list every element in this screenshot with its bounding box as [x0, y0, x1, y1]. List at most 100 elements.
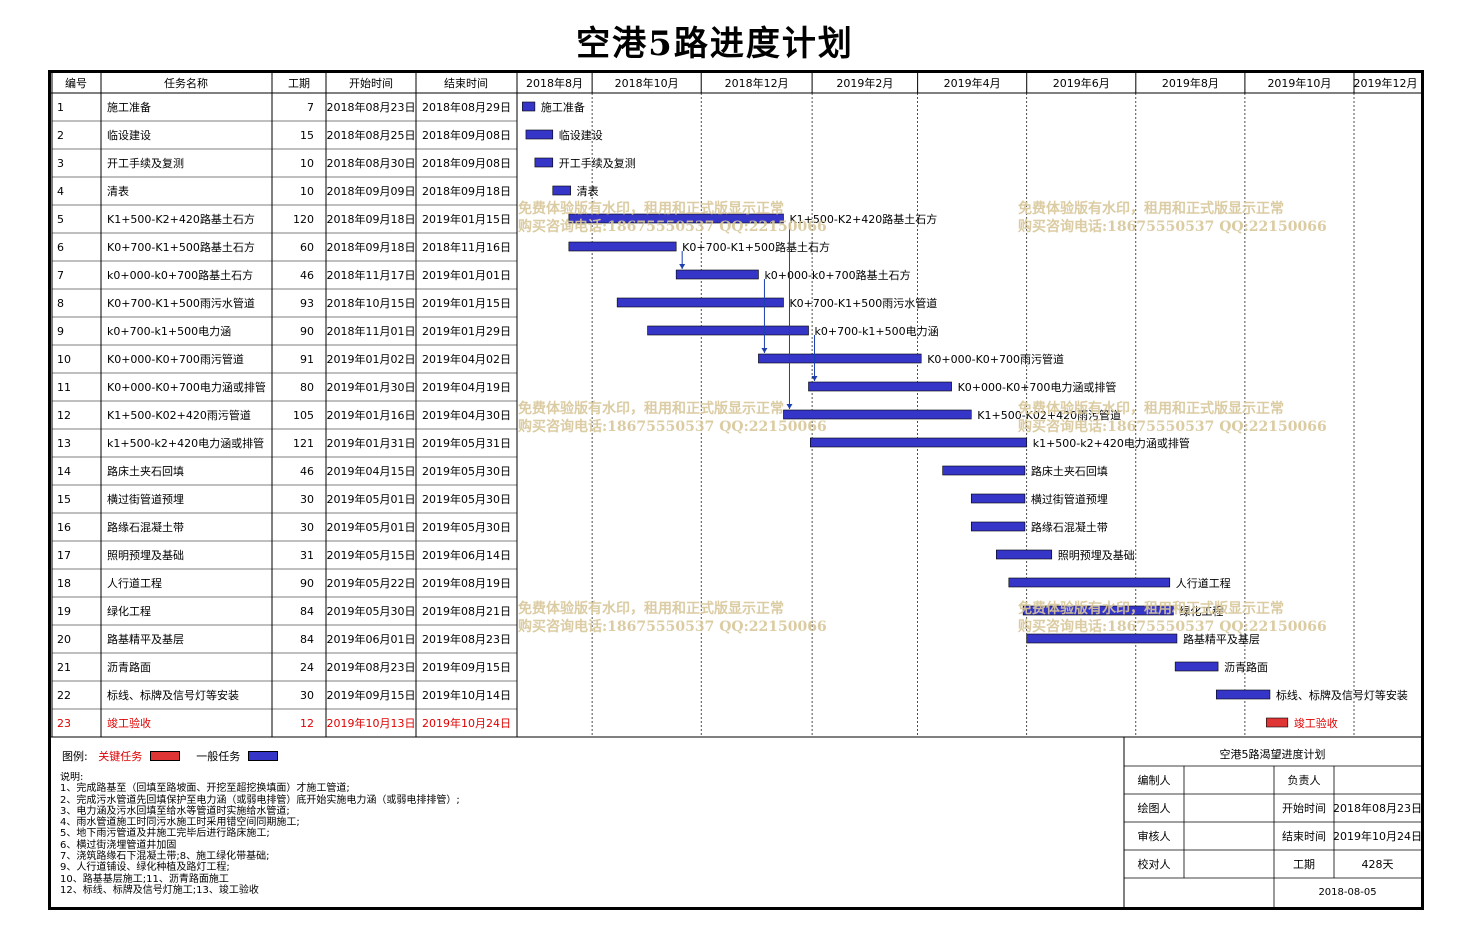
task-bar — [810, 437, 1028, 448]
task-bar — [616, 297, 784, 308]
info-label: 结束时间 — [1282, 830, 1326, 843]
task-duration-cell: 10 — [300, 157, 314, 170]
legend: 图例: 关键任务 一般任务 — [62, 748, 284, 764]
note-line: 4、雨水管道施工时同污水施工时采用错空间同期施工; — [60, 817, 300, 829]
task-start-cell: 2018年10月15日 — [327, 296, 416, 310]
info-label: 负责人 — [1288, 773, 1321, 787]
timeline-header-label: 2019年4月 — [944, 76, 1001, 90]
task-bar — [552, 185, 571, 196]
task-bar — [568, 241, 677, 252]
info-label: 工期 — [1293, 858, 1315, 871]
task-id-cell: 5 — [57, 213, 64, 226]
task-bar — [1022, 605, 1174, 616]
task-name-cell: K0+000-K0+700电力涵或排管 — [107, 380, 266, 394]
task-bar — [1215, 689, 1271, 700]
info-value: 2018年08月23日 — [1333, 801, 1421, 815]
task-bar-label: 清表 — [577, 184, 599, 198]
task-bar-label: 路基精平及基层 — [1183, 633, 1260, 646]
task-id-cell: 7 — [57, 269, 64, 282]
task-name-cell: 人行道工程 — [107, 576, 162, 590]
task-bar-label: 临设建设 — [559, 128, 603, 142]
task-start-cell: 2018年08月30日 — [327, 156, 416, 170]
page-title: 空港5路进度计划 — [576, 24, 854, 64]
legend-critical-label: 关键任务 — [98, 750, 143, 763]
task-bar-label: 标线、标牌及信号灯等安装 — [1276, 688, 1408, 702]
info-label: 编制人 — [1138, 773, 1171, 787]
task-bar-label: K0+000-K0+700雨污管道 — [927, 352, 1064, 366]
task-name-cell: 路床土夹石回填 — [107, 464, 184, 478]
note-line: 1、完成路基至（回填至路坡面、开挖至超挖换填面）才施工管道; — [60, 783, 350, 795]
task-duration-cell: 30 — [300, 689, 314, 702]
task-end-cell: 2019年04月02日 — [422, 352, 511, 366]
info-date: 2018-08-05 — [1318, 887, 1376, 898]
task-duration-cell: 30 — [300, 521, 314, 534]
task-end-cell: 2019年01月15日 — [422, 212, 511, 226]
task-id-cell: 2 — [57, 129, 64, 142]
task-duration-cell: 84 — [300, 633, 314, 646]
task-end-cell: 2019年05月30日 — [422, 492, 511, 506]
task-end-cell: 2019年05月30日 — [422, 464, 511, 478]
task-bar — [1008, 577, 1171, 588]
task-name-cell: 清表 — [107, 184, 129, 198]
task-name-cell: 路基精平及基层 — [107, 633, 184, 646]
task-id-cell: 11 — [57, 381, 71, 394]
note-line: 9、人行道铺设、绿化种植及路灯工程; — [60, 862, 230, 874]
timeline-header-label: 2019年6月 — [1053, 76, 1110, 90]
task-id-cell: 3 — [57, 157, 64, 170]
task-start-cell: 2019年06月01日 — [327, 632, 416, 646]
task-duration-cell: 10 — [300, 185, 314, 198]
task-start-cell: 2018年09月09日 — [327, 184, 416, 198]
task-name-cell: K1+500-K02+420雨污管道 — [107, 408, 251, 422]
legend-normal-swatch — [247, 751, 278, 761]
timeline-header-label: 2018年10月 — [615, 76, 679, 90]
task-name-cell: 绿化工程 — [107, 604, 151, 618]
task-name-cell: K1+500-K2+420路基土石方 — [107, 212, 255, 226]
task-end-cell: 2019年08月19日 — [422, 576, 511, 590]
task-duration-cell: 84 — [300, 605, 314, 618]
task-name-cell: k0+700-k1+500电力涵 — [107, 324, 231, 338]
task-end-cell: 2018年11月16日 — [422, 240, 511, 254]
task-end-cell: 2019年06月14日 — [422, 548, 511, 562]
task-name-cell: 开工手续及复测 — [107, 156, 184, 170]
task-duration-cell: 46 — [300, 465, 314, 478]
task-start-cell: 2019年05月22日 — [327, 576, 416, 590]
task-id-cell: 10 — [57, 353, 71, 366]
task-end-cell: 2019年05月30日 — [422, 520, 511, 534]
task-start-cell: 2019年05月01日 — [327, 492, 416, 506]
task-start-cell: 2019年08月23日 — [327, 660, 416, 674]
table-header-cell: 任务名称 — [164, 76, 208, 90]
task-start-cell: 2018年09月18日 — [327, 212, 416, 226]
task-bar-label: k1+500-k2+420电力涵或排管 — [1033, 436, 1190, 450]
task-bar-label: 沥青路面 — [1224, 661, 1268, 674]
task-duration-cell: 12 — [300, 717, 314, 730]
task-name-cell: k1+500-k2+420电力涵或排管 — [107, 436, 264, 450]
task-bar-label: 路缘石混凝土带 — [1031, 520, 1108, 534]
task-duration-cell: 90 — [300, 325, 314, 338]
task-bar — [783, 409, 972, 420]
note-line: 6、横过街浇埋管道井加固 — [60, 839, 177, 851]
note-line: 5、地下雨污管道及井施工完毕后进行路床施工; — [60, 828, 270, 840]
task-name-cell: 标线、标牌及信号灯等安装 — [107, 688, 239, 702]
task-bar — [808, 381, 952, 392]
task-duration-cell: 31 — [300, 549, 314, 562]
task-duration-cell: 120 — [293, 213, 314, 226]
task-bar-label: K1+500-K02+420雨污管道 — [977, 408, 1121, 422]
task-id-cell: 6 — [57, 241, 64, 254]
task-id-cell: 4 — [57, 185, 64, 198]
note-line: 10、路基基层施工;11、沥青路面施工 — [60, 873, 229, 885]
task-start-cell: 2018年08月25日 — [327, 128, 416, 142]
task-bar — [568, 213, 784, 224]
table-header-cell: 编号 — [65, 76, 87, 90]
timeline-header-label: 2019年12月 — [1354, 76, 1418, 90]
task-bar — [996, 549, 1053, 560]
task-bar-label: 绿化工程 — [1179, 604, 1223, 618]
task-id-cell: 17 — [57, 549, 71, 562]
legend-prefix: 图例: — [62, 750, 88, 763]
dependency-arrow-icon — [679, 264, 686, 269]
note-line: 2、完成污水管道先回填保护至电力涵（或弱电排管）底开始实施电力涵（或弱电排排管）… — [60, 794, 460, 806]
task-bar-label: 横过街管道预埋 — [1031, 492, 1108, 506]
task-bar — [942, 465, 1026, 476]
task-bar — [970, 493, 1026, 504]
info-value: 2019年10月24日 — [1333, 829, 1421, 843]
task-id-cell: 12 — [57, 409, 71, 422]
